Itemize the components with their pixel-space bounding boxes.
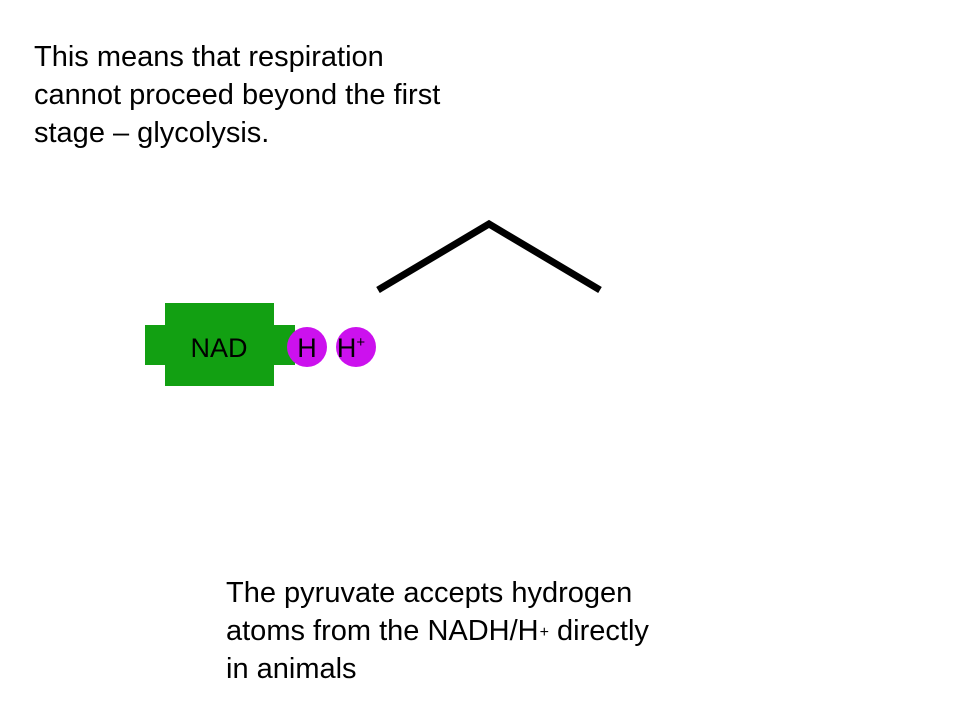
hydrogen-circle [287, 327, 327, 367]
superscript-plus: + [539, 624, 549, 641]
text-line: in animals [226, 653, 357, 685]
pyruvate-chevron [376, 219, 602, 294]
text-line: atoms from the NADH/H+ directly [226, 612, 649, 650]
text-line: This means that respiration [34, 41, 384, 73]
hydrogen-ion-circle [336, 327, 376, 367]
nad-shape-horizontal [145, 325, 295, 365]
explanation-text-top: This means that respiration cannot proce… [34, 38, 440, 152]
hydrogen-ion-letter: H [337, 333, 357, 363]
hydrogen-atom: H [287, 327, 327, 367]
nad-label: NAD [190, 333, 247, 363]
text-fragment: atoms from the NADH/H [226, 615, 539, 647]
text-line: cannot proceed beyond the first [34, 79, 441, 111]
hydrogen-label: H [297, 333, 317, 363]
hydrogen-ion-charge: + [356, 334, 365, 351]
text-line: The pyruvate accepts hydrogen [226, 577, 633, 609]
explanation-text-bottom: The pyruvate accepts hydrogen atoms from… [226, 574, 649, 688]
hydrogen-ion: H+ [336, 327, 376, 367]
hydrogen-ion-label: H+ [337, 333, 366, 363]
text-line: stage – glycolysis. [34, 117, 270, 149]
text-fragment: directly [548, 615, 649, 647]
nad-molecule: NAD [145, 303, 295, 386]
